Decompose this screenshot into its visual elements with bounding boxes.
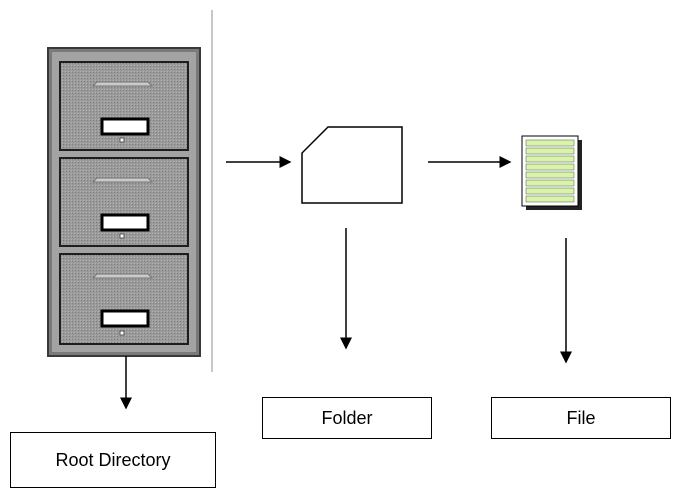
folder-icon [301,126,403,204]
folder-label: Folder [262,397,432,439]
file-label: File [491,397,671,439]
cabinet-drawer-3 [59,253,189,345]
filing-cabinet-icon [47,47,201,357]
root-directory-label: Root Directory [10,432,216,488]
file-document-icon [521,135,582,210]
cabinet-drawer-1 [59,61,189,151]
cabinet-drawer-2 [59,157,189,247]
